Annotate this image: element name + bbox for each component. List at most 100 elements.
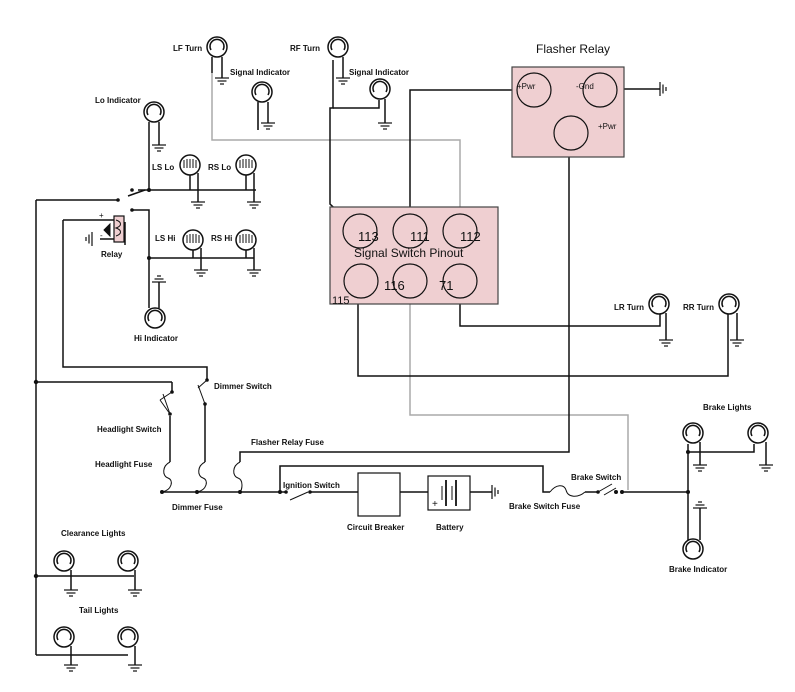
- ground-symbols: [64, 77, 773, 672]
- flasher-relay: Flasher Relay +Pwr -Gnd +Pwr: [511, 42, 625, 158]
- pin-111: 111: [410, 229, 430, 244]
- label-ls-lo: LS Lo: [152, 163, 174, 172]
- circuit-breaker-box: [357, 472, 401, 517]
- label-brake-lights: Brake Lights: [703, 403, 752, 412]
- rs-hi-lamp: [235, 229, 257, 270]
- ground-icon: [491, 485, 499, 499]
- ground-icon: [730, 339, 744, 347]
- lo-indicator-lamp: [143, 101, 165, 145]
- junction-dot: [33, 573, 39, 579]
- label-headlight-switch: Headlight Switch: [97, 425, 162, 434]
- label-brake-indicator: Brake Indicator: [669, 565, 727, 574]
- selector-blade: [127, 189, 146, 197]
- ls-lo-lamp: [179, 154, 201, 202]
- wire-lf-turn-to-112: [211, 73, 461, 215]
- flasher-relay-fuse: [233, 461, 243, 493]
- hi-indicator-lamp: [144, 282, 166, 329]
- dimmer-fuse: [196, 461, 207, 493]
- labels: LF Turn Signal Indicator RF Turn Signal …: [61, 44, 752, 615]
- tail-light-right-lamp: [117, 626, 139, 665]
- junction-dot: [130, 208, 134, 212]
- label-brake-switch-fuse: Brake Switch Fuse: [509, 502, 581, 511]
- flasher-relay-title: Flasher Relay: [536, 42, 610, 56]
- ground-icon: [659, 82, 667, 96]
- label-lf-signal-indicator: Signal Indicator: [230, 68, 290, 77]
- junction-dot: [686, 490, 690, 494]
- brake-indicator-lamp: [682, 508, 704, 560]
- relay-plus-mark: +: [99, 211, 104, 220]
- wire-flasher-to-111: [409, 89, 522, 215]
- rf-turn-lamp: [327, 36, 349, 78]
- label-lo-indicator: Lo Indicator: [95, 96, 141, 105]
- label-rs-lo: RS Lo: [208, 163, 231, 172]
- ground-icon: [247, 269, 261, 277]
- wire-brake-light-right: [688, 444, 755, 453]
- brake-switch-fuse: [549, 485, 586, 497]
- junction-dot: [130, 188, 134, 192]
- label-flasher-relay-fuse: Flasher Relay Fuse: [251, 438, 324, 447]
- ignition-switch: [284, 490, 312, 501]
- pin-115: 115: [332, 295, 350, 307]
- label-rf-signal-indicator: Signal Indicator: [349, 68, 409, 77]
- junction-dot: [147, 256, 151, 260]
- headlight-fuse: [161, 461, 172, 493]
- ground-icon: [194, 269, 208, 277]
- brake-switch: [596, 483, 617, 496]
- junction-dot: [116, 198, 120, 202]
- flasher-pin-gnd: -Gnd: [576, 82, 594, 91]
- label-relay: Relay: [101, 250, 123, 259]
- label-dimmer-switch: Dimmer Switch: [214, 382, 272, 391]
- wire-rf-indicator: [333, 100, 380, 109]
- signal-switch-title: Signal Switch Pinout: [354, 246, 464, 260]
- ground-icon: [261, 122, 275, 130]
- ground-icon: [64, 589, 78, 597]
- battery-symbol: +: [427, 475, 471, 511]
- switches: [159, 378, 617, 501]
- ls-hi-lamp: [182, 229, 204, 270]
- ground-icon: [85, 232, 93, 246]
- lf-signal-indicator-lamp: [251, 81, 273, 130]
- wire-115-to-rr-turn: [357, 290, 729, 377]
- junction-dot: [278, 490, 282, 494]
- ground-icon: [128, 664, 142, 672]
- junction-dot: [614, 490, 618, 494]
- wire-flasher-to-fuse: [239, 150, 570, 462]
- label-lf-turn: LF Turn: [173, 44, 202, 53]
- wire-power-bus: [279, 465, 550, 493]
- wire-relay-to-dimmer: [62, 220, 208, 380]
- pin-71: 71: [439, 278, 453, 293]
- clearance-light-left-lamp: [53, 550, 75, 590]
- wire-71-to-lr-turn: [459, 285, 661, 327]
- label-ignition-switch: Ignition Switch: [283, 481, 340, 490]
- battery-plus-mark: +: [432, 499, 438, 510]
- black-wires: [35, 60, 755, 656]
- lf-turn-lamp: [206, 36, 228, 78]
- label-clearance-lights: Clearance Lights: [61, 529, 126, 538]
- label-rr-turn: RR Turn: [683, 303, 714, 312]
- relay-minus-mark: -: [100, 231, 103, 240]
- ground-icon: [378, 122, 392, 130]
- junction-dot: [620, 490, 624, 494]
- junction-dot: [686, 450, 690, 454]
- label-hi-indicator: Hi Indicator: [134, 334, 178, 343]
- ground-icon: [215, 77, 229, 85]
- label-tail-lights: Tail Lights: [79, 606, 119, 615]
- label-lr-turn: LR Turn: [614, 303, 644, 312]
- label-circuit-breaker: Circuit Breaker: [347, 523, 404, 532]
- ground-icon: [693, 464, 707, 472]
- label-ls-hi: LS Hi: [155, 234, 175, 243]
- brake-light-left-lamp: [682, 422, 704, 465]
- dimmer-switch: [197, 378, 209, 406]
- headlight-switch: [159, 390, 174, 416]
- rr-turn-lamp: [718, 293, 740, 340]
- ground-icon: [247, 201, 261, 209]
- ground-icon: [152, 275, 166, 283]
- wire-lo-bus: [148, 122, 256, 191]
- label-rf-turn: RF Turn: [290, 44, 320, 53]
- ground-icon: [336, 77, 350, 85]
- junction-dot: [33, 379, 39, 385]
- ground-icon: [128, 589, 142, 597]
- junction-dots: [33, 188, 690, 579]
- label-dimmer-fuse: Dimmer Fuse: [172, 503, 223, 512]
